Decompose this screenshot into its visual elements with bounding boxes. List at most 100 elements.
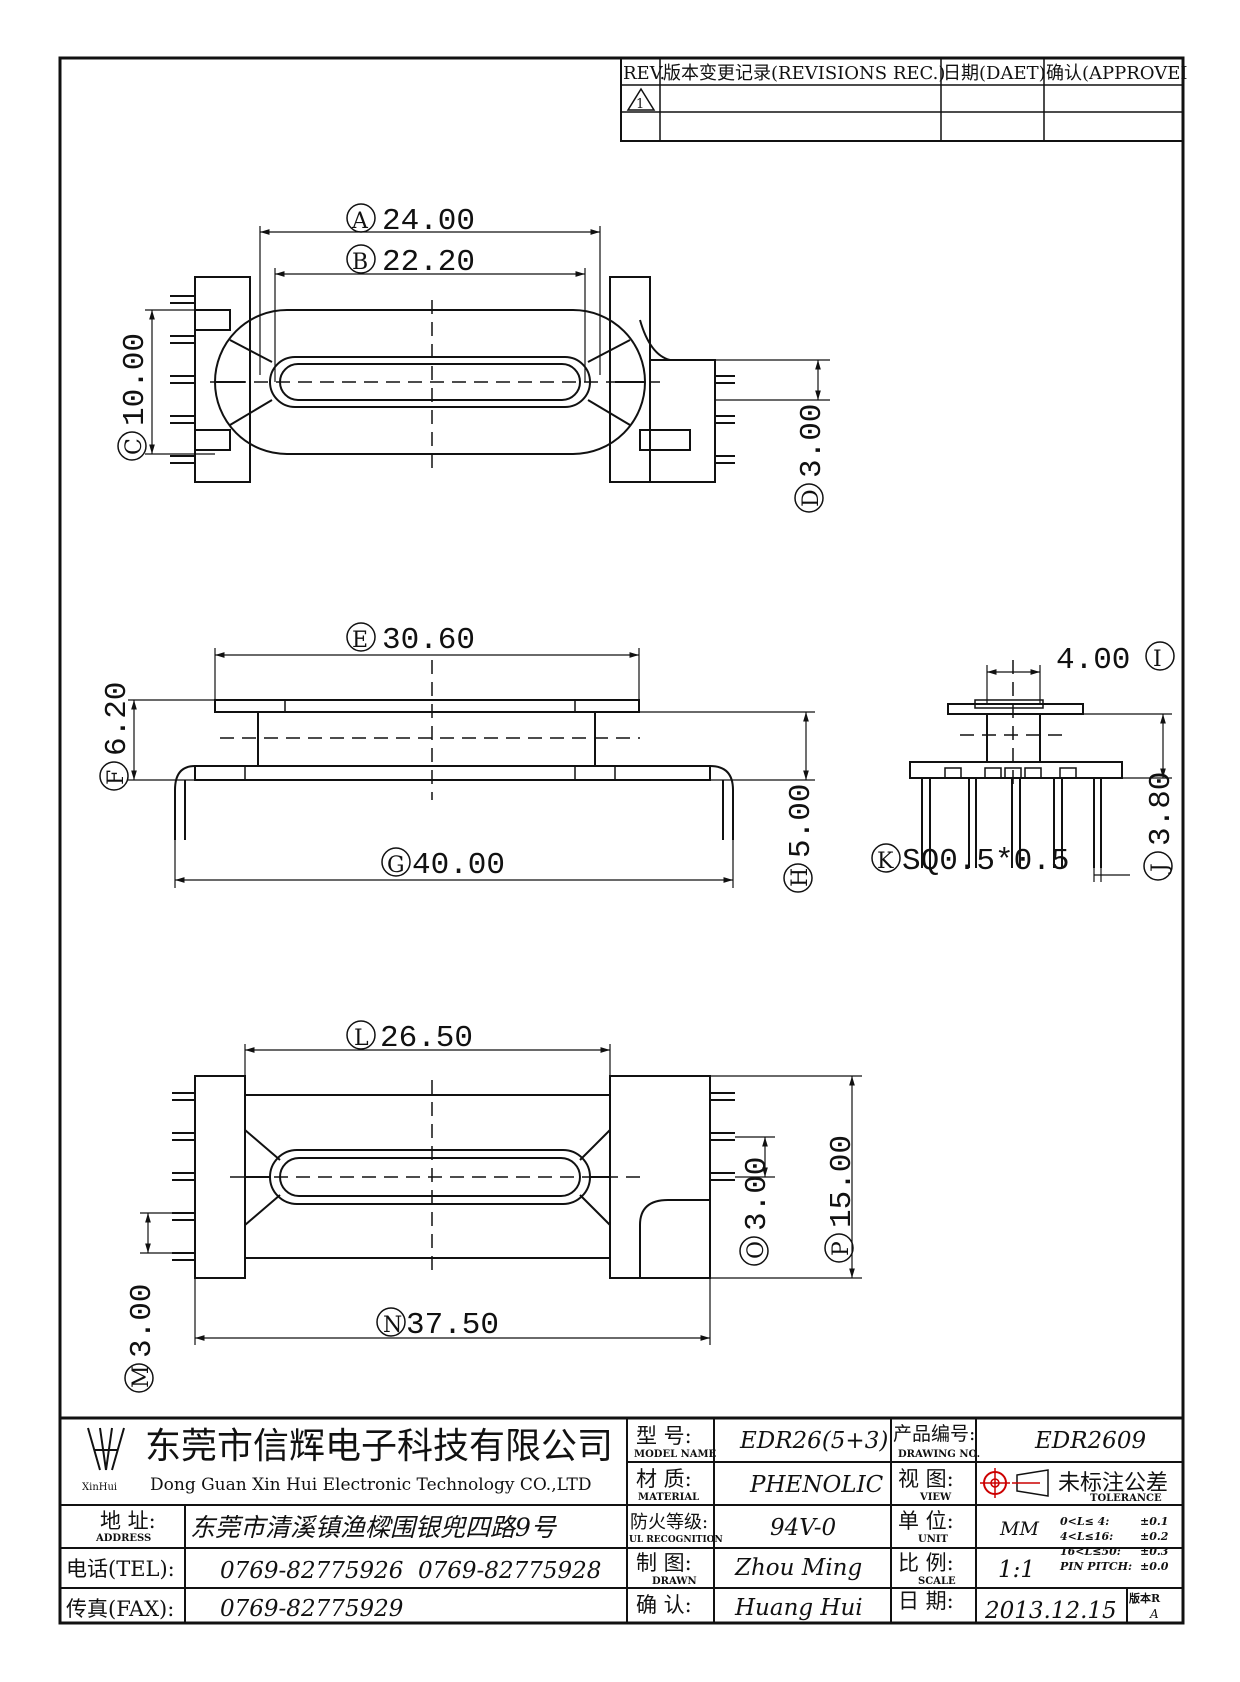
dim-G: G 40.00 bbox=[381, 847, 505, 883]
fire-label-en: UL RECOGNITION bbox=[629, 1535, 723, 1545]
version-value: A bbox=[1149, 1607, 1159, 1621]
unit-value: MM bbox=[999, 1518, 1039, 1540]
tel-2: 0769-82775928 bbox=[418, 1558, 601, 1584]
dim-O: O 3.00 bbox=[739, 1157, 775, 1266]
top-view bbox=[145, 226, 830, 483]
svg-text:26.50: 26.50 bbox=[380, 1021, 473, 1056]
svg-text:I: I bbox=[1153, 647, 1162, 672]
rev-header: REV. bbox=[623, 63, 665, 84]
fax-value: 0769-82775929 bbox=[220, 1596, 403, 1622]
model-label-en: MODEL NAME bbox=[634, 1449, 717, 1460]
scale-label: 比 例: bbox=[898, 1551, 954, 1575]
dim-E: E 30.60 bbox=[346, 622, 475, 658]
svg-text:A: A bbox=[351, 209, 369, 234]
view-label: 视 图: bbox=[898, 1467, 954, 1491]
date-label: 日 期: bbox=[898, 1589, 954, 1613]
dim-C: C 10.00 bbox=[117, 333, 153, 461]
company-logo bbox=[87, 1427, 125, 1471]
date-header: 日期(DAET) bbox=[943, 63, 1046, 84]
address-value: 东莞市清溪镇渔樑围银兜四路9号 bbox=[190, 1513, 558, 1542]
dim-H: H 5.00 bbox=[783, 784, 819, 893]
svg-text:±0.2: ±0.2 bbox=[1140, 1530, 1169, 1543]
tel-label: 电话(TEL): bbox=[66, 1557, 175, 1581]
svg-text:E: E bbox=[352, 628, 368, 653]
svg-text:22.20: 22.20 bbox=[382, 245, 475, 280]
svg-text:N: N bbox=[383, 1313, 402, 1338]
svg-text:16<L≤50:: 16<L≤50: bbox=[1060, 1545, 1121, 1558]
svg-text:O: O bbox=[744, 1241, 769, 1259]
svg-text:P: P bbox=[829, 1241, 854, 1256]
unit-label-en: UNIT bbox=[918, 1534, 949, 1545]
drawing-frame bbox=[58, 56, 1185, 1625]
svg-text:40.00: 40.00 bbox=[412, 848, 505, 883]
side-view bbox=[128, 648, 815, 888]
company-name-cn: 东莞市信辉电子科技有限公司 bbox=[145, 1426, 613, 1467]
view-label-en: VIEW bbox=[919, 1492, 952, 1503]
date-value: 2013.12.15 bbox=[984, 1598, 1117, 1624]
svg-text:M: M bbox=[129, 1365, 154, 1388]
revision-triangle-icon bbox=[626, 87, 656, 111]
scale-value: 1:1 bbox=[998, 1557, 1035, 1583]
material-value: PHENOLIC bbox=[749, 1472, 884, 1498]
fire-label: 防火等级: bbox=[630, 1512, 708, 1533]
svg-text:5.00: 5.00 bbox=[784, 784, 819, 858]
svg-text:0<L≤ 4:: 0<L≤ 4: bbox=[1060, 1515, 1109, 1528]
svg-text:F: F bbox=[104, 770, 129, 785]
svg-text:SQ0.5*0.5: SQ0.5*0.5 bbox=[902, 844, 1069, 879]
drawing-no-label-en: DRAWING NO. bbox=[898, 1449, 980, 1460]
dim-K: K SQ0.5*0.5 bbox=[871, 843, 1069, 879]
drawing-no-value: EDR2609 bbox=[1034, 1428, 1146, 1454]
drawing-no-label: 产品编号: bbox=[893, 1423, 975, 1445]
svg-text:G: G bbox=[387, 853, 405, 878]
dim-J: J 3.80 bbox=[1143, 772, 1179, 881]
dim-F: F 6.20 bbox=[99, 682, 135, 791]
dim-P: P 15.00 bbox=[824, 1135, 860, 1263]
svg-text:37.50: 37.50 bbox=[406, 1308, 499, 1343]
dim-N: N 37.50 bbox=[376, 1307, 499, 1343]
svg-text:3.80: 3.80 bbox=[1144, 772, 1179, 846]
svg-text:24.00: 24.00 bbox=[382, 204, 475, 239]
rev-mark: 1 bbox=[636, 97, 644, 112]
svg-text:±0.0: ±0.0 bbox=[1140, 1560, 1169, 1573]
dim-M: M 3.00 bbox=[124, 1284, 160, 1393]
svg-text:4<L≤16:: 4<L≤16: bbox=[1060, 1530, 1113, 1543]
address-label-en: ADDRESS bbox=[95, 1533, 151, 1544]
svg-text:3.00: 3.00 bbox=[795, 404, 830, 478]
svg-text:J: J bbox=[1148, 863, 1173, 874]
address-label: 地 址: bbox=[100, 1509, 156, 1533]
unit-label: 单 位: bbox=[898, 1509, 954, 1533]
svg-text:10.00: 10.00 bbox=[118, 333, 153, 426]
fire-value: 94V-0 bbox=[770, 1515, 836, 1541]
svg-text:3.00: 3.00 bbox=[125, 1284, 160, 1358]
revisions-header: 版本变更记录(REVISIONS REC.) bbox=[663, 63, 945, 84]
svg-text:K: K bbox=[877, 849, 894, 874]
svg-text:30.60: 30.60 bbox=[382, 623, 475, 658]
fax-label: 传真(FAX): bbox=[66, 1597, 174, 1621]
drawn-label-en: DRAWN bbox=[652, 1576, 697, 1587]
dim-L: L 26.50 bbox=[346, 1020, 473, 1056]
svg-text:L: L bbox=[354, 1026, 369, 1051]
tolerance-label-en: TOLERANCE bbox=[1090, 1493, 1162, 1504]
drawn-value: Zhou Ming bbox=[734, 1555, 862, 1581]
logo-text: XinHui bbox=[82, 1482, 117, 1493]
tolerance-label: 未标注公差 bbox=[1058, 1471, 1168, 1496]
svg-text:B: B bbox=[352, 250, 368, 275]
revision-table bbox=[620, 57, 1184, 142]
end-view bbox=[909, 660, 1172, 882]
svg-text:3.00: 3.00 bbox=[740, 1157, 775, 1231]
dim-B: B 22.20 bbox=[346, 244, 475, 280]
model-value: EDR26(5+3) bbox=[739, 1428, 888, 1454]
confirm-label: 确 认: bbox=[636, 1593, 692, 1617]
version-label: 版本R bbox=[1129, 1591, 1161, 1605]
svg-text:15.00: 15.00 bbox=[825, 1135, 860, 1228]
tolerance-table: 0<L≤ 4: ±0.1 4<L≤16: ±0.2 16<L≤50: ±0.3 … bbox=[1059, 1515, 1169, 1573]
dim-I: 4.00 I bbox=[1056, 641, 1175, 678]
svg-text:H: H bbox=[788, 868, 813, 887]
svg-text:C: C bbox=[122, 438, 147, 455]
tel-1: 0769-82775926 bbox=[220, 1558, 403, 1584]
dim-A: A 24.00 bbox=[346, 203, 475, 239]
approve-header: 确认(APPROVEI bbox=[1046, 63, 1188, 84]
svg-text:±0.3: ±0.3 bbox=[1140, 1545, 1169, 1558]
svg-text:D: D bbox=[799, 489, 824, 507]
